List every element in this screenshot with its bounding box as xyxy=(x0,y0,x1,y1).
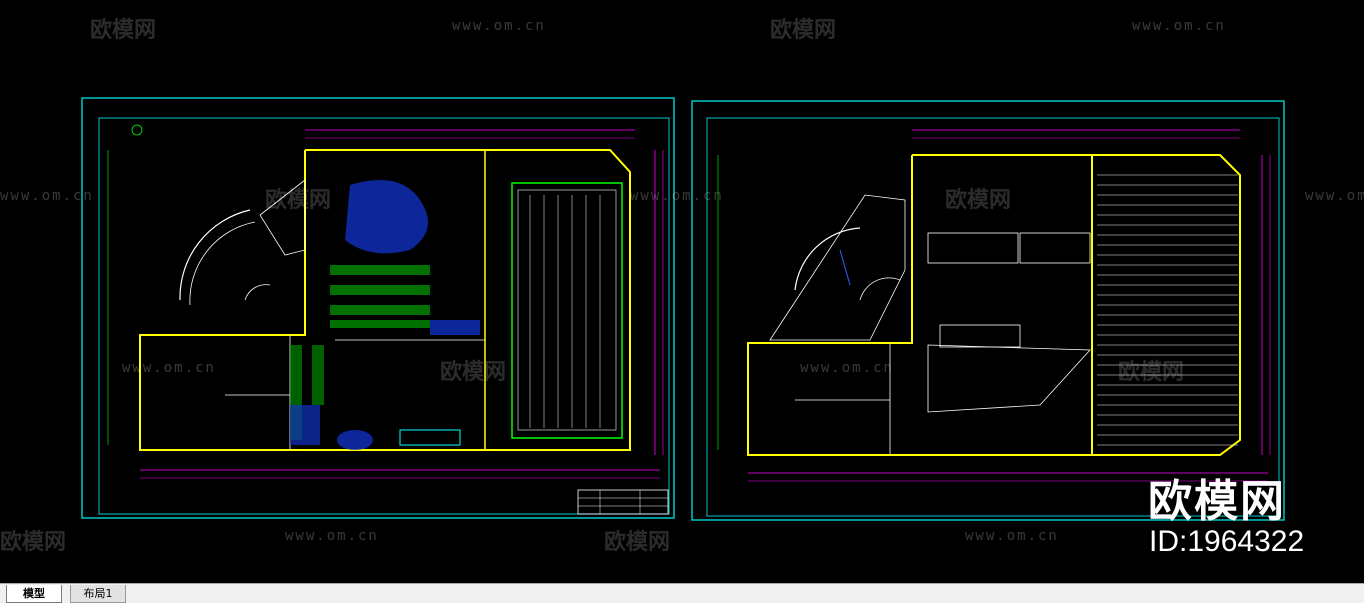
sheet-right-outer-frame xyxy=(691,100,1285,521)
watermark-brand: 欧模网 xyxy=(90,18,157,43)
tab-layout-1[interactable]: 布局1 xyxy=(70,585,126,603)
model-id-label: ID:1964322 xyxy=(1149,525,1305,558)
watermark-brand: 欧模网 xyxy=(770,18,837,43)
sheet-left-title-block xyxy=(577,489,669,515)
watermark-url: www.om.cn xyxy=(122,360,216,376)
watermark-url: www.om.cn xyxy=(452,18,546,34)
spa-area xyxy=(345,180,428,254)
watermark-url: www.om.cn xyxy=(1132,18,1226,34)
watermark-url: www.om.cn xyxy=(800,360,894,376)
sheet-left-outer-frame xyxy=(81,97,675,519)
cad-model-canvas[interactable]: 欧模网 www.om.cn 欧模网 www.om.cn www.om.cn 欧模… xyxy=(0,0,1364,583)
curved-entrance xyxy=(179,209,251,301)
pool-outline xyxy=(511,182,623,439)
watermark-url: www.om.cn xyxy=(1305,188,1364,204)
watermark-url: www.om.cn xyxy=(965,528,1059,544)
tab-model[interactable]: 模型 xyxy=(6,585,62,603)
watermark-brand: 欧模网 xyxy=(1118,360,1185,385)
roof-hatch xyxy=(1097,174,1238,446)
watermark-url: www.om.cn xyxy=(0,188,94,204)
watermark-url: www.om.cn xyxy=(630,188,724,204)
layout-tab-bar: 模型 布局1 xyxy=(0,583,1364,603)
sheet-left xyxy=(81,97,675,519)
watermark-brand: 欧模网 xyxy=(604,530,671,555)
building-outline-right xyxy=(747,154,1241,456)
sheet-left-inner-frame xyxy=(98,117,670,515)
sheet-right-inner-frame xyxy=(706,117,1280,517)
watermark-brand: 欧模网 xyxy=(265,188,332,213)
watermark-brand: 欧模网 xyxy=(0,530,67,555)
watermark-url: www.om.cn xyxy=(285,528,379,544)
watermark-brand: 欧模网 xyxy=(440,360,507,385)
building-outline-left xyxy=(139,149,631,451)
watermark-brand: 欧模网 xyxy=(945,188,1012,213)
sheet-right xyxy=(691,100,1285,521)
brand-logo: 欧模网 xyxy=(1148,476,1286,527)
curved-feature-right xyxy=(794,227,861,291)
cad-drawing xyxy=(81,97,1285,521)
